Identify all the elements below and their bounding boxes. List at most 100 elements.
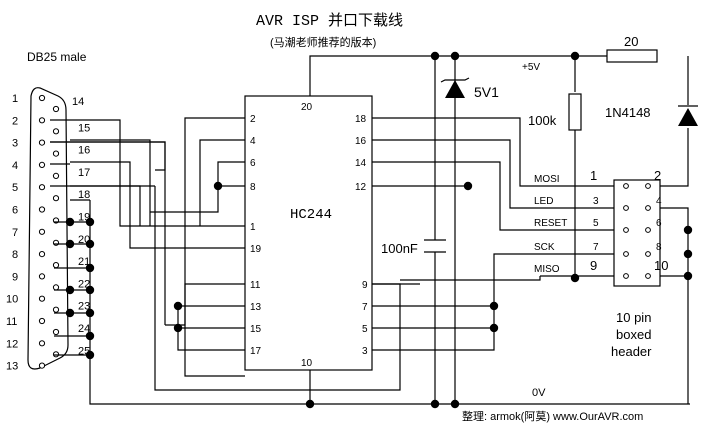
wire-ic-pin4 (199, 139, 245, 226)
header-left-pin-number: 7 (593, 242, 599, 253)
schematic-title: AVR ISP 并口下载线 (256, 12, 403, 30)
connector-label: DB25 male (27, 50, 87, 64)
zener-symbol (445, 80, 465, 98)
db25-pin-hole (52, 262, 60, 269)
db25-pin-hole (52, 239, 60, 246)
junction-dot (683, 225, 693, 235)
schematic-subtitle: (马潮老师推荐的版本) (270, 35, 376, 49)
header-right-pin-number: 6 (656, 218, 662, 229)
junction-dot (65, 308, 75, 318)
header-pin (623, 251, 629, 257)
db25-pin-label: 8 (12, 249, 18, 261)
db25-pin-hole (38, 273, 46, 280)
db25-pin-label: 14 (72, 96, 84, 108)
capacitor-symbol (424, 239, 446, 253)
db25-pin-hole (52, 351, 60, 358)
db25-pin-hole (38, 94, 46, 102)
wire-db3-stub (50, 141, 166, 171)
wire-db15 (70, 139, 151, 226)
junction-dot (450, 51, 460, 61)
junction-dot (430, 399, 440, 409)
junction-dot (65, 285, 75, 295)
db25-pin-hole (38, 295, 46, 302)
db25-pin-hole (38, 317, 46, 325)
db25-pin-hole (38, 251, 46, 258)
junction-dot (85, 263, 95, 273)
junction-dot (65, 239, 75, 249)
db25-pin-hole (52, 172, 60, 179)
db25-pin-label: 17 (78, 167, 90, 179)
ic-left-pin-label: 8 (250, 182, 256, 193)
db25-pin-label: 9 (12, 271, 18, 283)
header-pin (623, 183, 629, 189)
db25-pin-label: 6 (12, 205, 18, 217)
header-signal-label: MISO (534, 264, 560, 275)
header-pin (645, 251, 651, 257)
wire-db3 (50, 141, 166, 325)
header-box (613, 179, 661, 287)
capacitor-label: 100nF (381, 241, 418, 256)
db25-pin-hole (38, 139, 46, 146)
diode-label: 1N4148 (605, 105, 651, 120)
db25-pin-label: 3 (12, 138, 18, 150)
wire-led (372, 139, 614, 209)
junction-dot (85, 217, 95, 227)
db25-pin-hole (38, 362, 46, 369)
ic-right-pin-label: 5 (362, 324, 368, 335)
junction-dot (430, 51, 440, 61)
header-right-pin-number: 10 (654, 258, 668, 273)
db25-pin-hole (52, 284, 60, 291)
header-caption-2: boxed (616, 327, 651, 342)
db25-pin-label: 5 (12, 182, 18, 194)
circuit-wires (50, 55, 690, 405)
vcc-label: +5V (522, 62, 540, 73)
db25-pin-hole (52, 105, 60, 113)
header-pin (645, 205, 651, 211)
ic-right-pin-label: 18 (355, 114, 367, 125)
db25-pin-label: 2 (12, 115, 18, 127)
header-pin (645, 227, 651, 233)
db25-pin-hole (38, 340, 46, 347)
header-signal-label: LED (534, 196, 553, 207)
junction-dot (173, 301, 183, 311)
junction-dots (65, 51, 693, 409)
footer-credit: 整理: armok(阿莫) www.OurAVR.com (462, 409, 643, 423)
wire-diode-to-pin2 (660, 128, 689, 187)
ic-right-pin-label: 7 (362, 302, 368, 313)
ic-right-pin-label: 9 (362, 280, 368, 291)
resistor-series-label: 20 (624, 34, 638, 49)
resistor-pullup-label: 100k (528, 113, 557, 128)
zener-label: 5V1 (474, 84, 499, 100)
header-pin (623, 227, 629, 233)
header-pin (623, 273, 629, 279)
resistor-series (606, 49, 658, 63)
junction-dot (683, 271, 693, 281)
ic-right-pin-label: 12 (355, 182, 367, 193)
header-signal-label: RESET (534, 218, 567, 229)
db25-pin-label: 24 (78, 323, 90, 335)
ic-right-pin-label: 14 (355, 158, 367, 169)
wire-ic-pin2 (165, 117, 245, 326)
ic-left-pin-label: 19 (250, 244, 262, 255)
wire-header-gnd (660, 207, 689, 277)
db25-pin-label: 13 (6, 361, 18, 373)
junction-dot (213, 181, 223, 191)
ic-left-pin-label: 17 (250, 346, 262, 357)
junction-dot (570, 273, 580, 283)
db25-pin-label: 12 (6, 338, 18, 350)
db25-pins: 1234567891011121314151617181920212223242… (6, 93, 90, 373)
db25-pin-label: 18 (78, 189, 90, 201)
wire-miso-link (400, 276, 541, 281)
ic-right-pin-label: 3 (362, 346, 368, 357)
header-left-pin-number: 5 (593, 218, 599, 229)
wire-db2 (50, 119, 245, 227)
db25-pin-hole (52, 195, 60, 202)
resistor-pullup (568, 93, 582, 131)
junction-dot (85, 331, 95, 341)
ic-left-pin-label: 6 (250, 158, 256, 169)
header-signal-label: SCK (534, 242, 555, 253)
db25-pin-label: 1 (12, 93, 18, 105)
ic-left-pin-label: 1 (250, 222, 256, 233)
wire-reset (372, 161, 614, 231)
